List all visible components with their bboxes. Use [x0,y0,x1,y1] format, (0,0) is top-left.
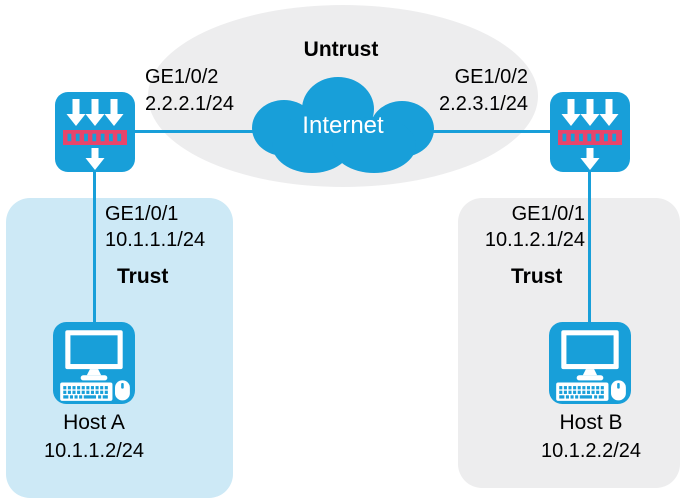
lan-link-line-right [588,168,591,326]
firewall-left-icon [55,92,135,172]
firewall-left-wan-interface: GE1/0/2 [145,66,219,88]
trust-zone-left-label: Trust [117,265,169,288]
firewall-left-lan-label: GE1/0/1 10.1.1.1/24 [105,201,205,253]
firewall-right-lan-ip: 10.1.2.1/24 [484,229,585,251]
trust-zone-right-label: Trust [511,265,563,288]
host-a-name: Host A [63,411,125,434]
firewall-left-wan-ip: 2.2.2.1/24 [145,93,234,115]
firewall-left-lan-ip: 10.1.1.1/24 [105,229,206,251]
firewall-right-icon [550,92,630,172]
firewall-right-wan-ip: 2.2.3.1/24 [439,93,528,115]
lan-link-line-left [93,168,96,326]
host-b-ip: 10.1.2.2/24 [540,440,642,462]
firewall-left-lan-interface: GE1/0/1 [105,203,179,225]
host-b-icon [549,322,631,404]
firewall-right-lan-interface: GE1/0/1 [511,203,585,225]
firewall-right-wan-interface: GE1/0/2 [454,66,528,88]
host-a-ip: 10.1.1.2/24 [43,440,145,462]
host-b-name: Host B [559,411,623,434]
internet-label: Internet [302,112,384,139]
firewall-left-wan-label: GE1/0/2 2.2.2.1/24 [145,64,234,118]
firewall-right-lan-label: GE1/0/1 10.1.2.1/24 [485,201,585,253]
internet-cloud-icon [250,76,436,175]
untrust-zone-label: Untrust [303,38,379,61]
firewall-right-wan-label: GE1/0/2 2.2.3.1/24 [439,64,528,118]
host-a-icon [53,322,135,404]
